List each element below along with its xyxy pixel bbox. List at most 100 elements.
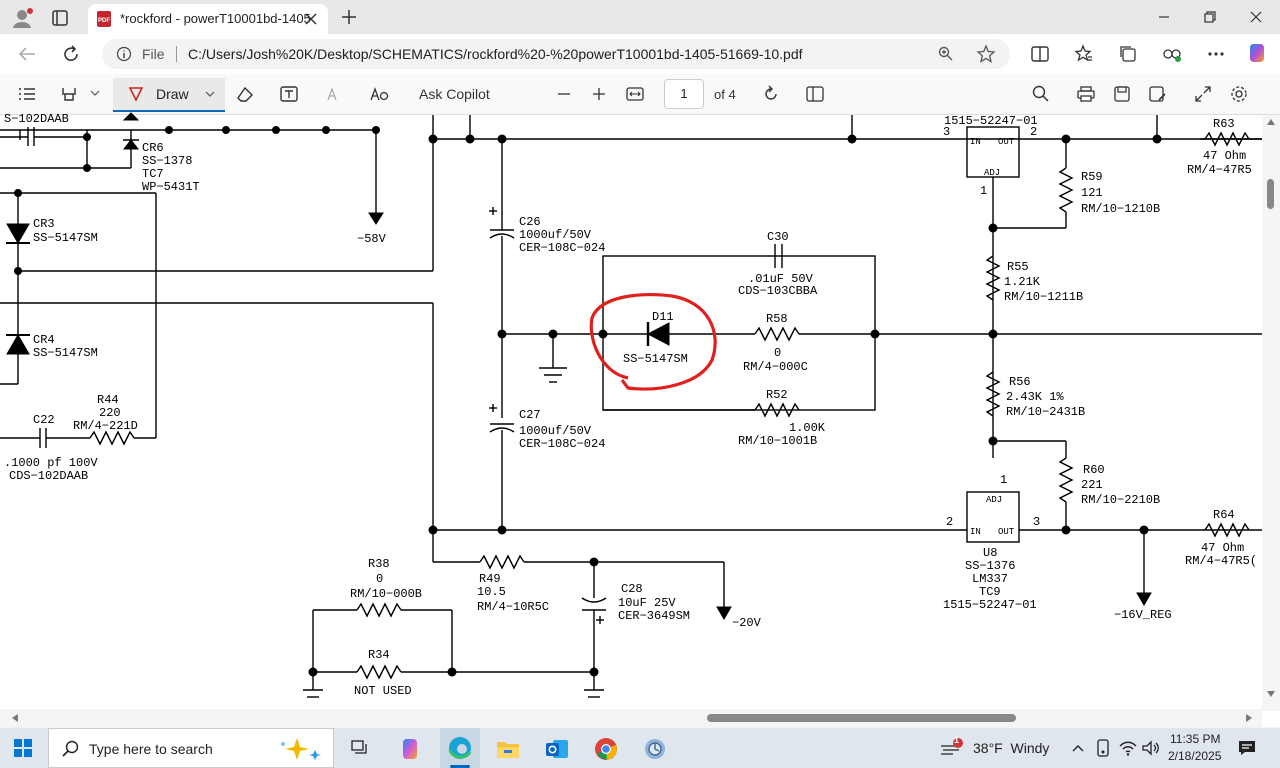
weather-icon[interactable] [938, 736, 964, 760]
label: OUT [998, 137, 1015, 147]
windows-start-icon[interactable] [12, 737, 34, 759]
minimize-icon[interactable] [1150, 6, 1178, 28]
rotate-icon[interactable] [760, 83, 782, 105]
label: RM/4−47R5 [1187, 163, 1252, 177]
pdf-icon: PDF [96, 10, 112, 28]
device-icon[interactable] [1094, 738, 1112, 758]
page-number-input[interactable]: 1 [664, 79, 704, 109]
control-panel-icon[interactable] [642, 736, 668, 762]
copilot-app-icon[interactable] [397, 736, 423, 762]
translate-icon[interactable] [368, 83, 392, 105]
label: 221 [1081, 478, 1103, 492]
read-aloud-icon[interactable] [324, 83, 346, 105]
edge-taskbar-button[interactable] [440, 728, 480, 768]
print-icon[interactable] [1075, 83, 1097, 105]
horizontal-scrollbar[interactable] [0, 709, 1262, 727]
back-icon[interactable] [14, 42, 40, 66]
weather-text[interactable]: 38°F Windy [973, 740, 1050, 756]
highlight-icon[interactable] [58, 83, 80, 105]
chrome-icon[interactable] [593, 736, 619, 762]
profile-icon[interactable] [10, 6, 34, 30]
tab-title: *rockford - powerT10001bd-1405 [120, 11, 311, 26]
draw-label: Draw [156, 86, 189, 102]
label: SS−1376 [965, 559, 1015, 573]
copilot-sparkle-icon [273, 735, 329, 763]
horizontal-scroll-thumb[interactable] [707, 714, 1016, 722]
label: RM/10−2210B [1081, 493, 1160, 507]
scroll-left-arrow[interactable] [12, 714, 18, 722]
outlook-icon[interactable] [544, 736, 570, 762]
network-icon[interactable] [1118, 738, 1138, 758]
collections-icon[interactable] [1116, 42, 1140, 66]
scroll-right-arrow[interactable] [1246, 714, 1252, 722]
ask-copilot-button[interactable]: Ask Copilot [419, 86, 490, 102]
settings-gear-icon[interactable] [1228, 83, 1250, 105]
save-as-icon[interactable] [1147, 83, 1169, 105]
draw-button[interactable]: Draw [113, 78, 225, 112]
label: 1.00K [789, 421, 826, 435]
copilot-icon[interactable] [1244, 40, 1270, 66]
label: 1515−52247−01 [943, 598, 1037, 612]
clock-date[interactable]: 2/18/2025 [1168, 749, 1222, 763]
label: CDS−102DAAB [9, 469, 88, 483]
url-text: C:/Users/Josh%20K/Desktop/SCHEMATICS/roc… [188, 46, 803, 62]
close-tab-icon[interactable] [302, 10, 320, 28]
volume-icon[interactable] [1141, 738, 1161, 758]
text-box-icon[interactable] [278, 83, 300, 105]
fullscreen-icon[interactable] [1192, 83, 1214, 105]
chevron-down-icon[interactable] [88, 86, 102, 100]
label: TC9 [979, 585, 1001, 599]
save-icon[interactable] [1111, 83, 1133, 105]
label: 1000uf/50V [519, 228, 592, 242]
tab-actions-icon[interactable] [48, 6, 72, 30]
info-icon[interactable] [116, 46, 132, 62]
pen-icon [127, 85, 145, 103]
pdf-viewer[interactable]: S−102DAAB CR6 SS−1378 TC7 WP−5431T −58V … [0, 112, 1280, 727]
label: 1 [1000, 473, 1007, 487]
zoom-out-icon[interactable] [554, 83, 574, 105]
refresh-icon[interactable] [58, 42, 84, 66]
fit-width-icon[interactable] [624, 83, 646, 105]
split-screen-icon[interactable] [1028, 42, 1052, 66]
eraser-icon[interactable] [234, 83, 256, 105]
browser-tab[interactable]: PDF *rockford - powerT10001bd-1405 [88, 4, 328, 34]
label: 10.5 [477, 585, 506, 599]
search-icon[interactable] [1030, 83, 1052, 105]
more-menu-icon[interactable] [1204, 42, 1228, 66]
favorite-star-icon[interactable] [976, 44, 996, 63]
label: 47 Ohm [1201, 541, 1244, 555]
vertical-scrollbar[interactable] [1262, 115, 1280, 711]
label: RM/10−1211B [1004, 290, 1083, 304]
taskbar-search-box[interactable]: Type here to search [48, 728, 334, 768]
page-number: 1 [680, 86, 688, 101]
contents-icon[interactable] [16, 83, 38, 105]
file-explorer-icon[interactable] [495, 736, 521, 762]
label: SS−5147SM [623, 352, 688, 366]
vertical-scroll-thumb[interactable] [1267, 179, 1274, 209]
task-view-icon[interactable] [349, 737, 371, 759]
label: NOT USED [354, 684, 412, 698]
page-view-icon[interactable] [804, 83, 826, 105]
chevron-up-icon[interactable] [1070, 740, 1086, 756]
edge-icon [447, 735, 473, 761]
label: CR3 [33, 217, 55, 231]
new-tab-icon[interactable] [338, 6, 360, 28]
scroll-down-arrow[interactable] [1267, 691, 1275, 697]
label: IN [970, 137, 981, 147]
clock-time[interactable]: 11:35 PM [1170, 732, 1221, 746]
label: CR4 [33, 333, 55, 347]
zoom-in-icon[interactable] [589, 83, 609, 105]
close-window-icon[interactable] [1242, 6, 1270, 28]
zoom-icon[interactable] [936, 45, 956, 63]
extensions-icon[interactable] [1160, 42, 1184, 66]
label: RM/4−47R5( [1185, 554, 1257, 568]
restore-icon[interactable] [1196, 6, 1224, 28]
scroll-up-arrow[interactable] [1267, 119, 1275, 125]
notifications-icon[interactable] [1236, 738, 1258, 758]
url-field[interactable]: File C:/Users/Josh%20K/Desktop/SCHEMATIC… [102, 39, 1010, 69]
label: 1515−52247−01 [944, 114, 1038, 128]
label: R55 [1007, 260, 1029, 274]
favorites-icon[interactable] [1072, 42, 1096, 66]
label: 2 [1030, 125, 1037, 139]
label: 220 [99, 406, 121, 420]
